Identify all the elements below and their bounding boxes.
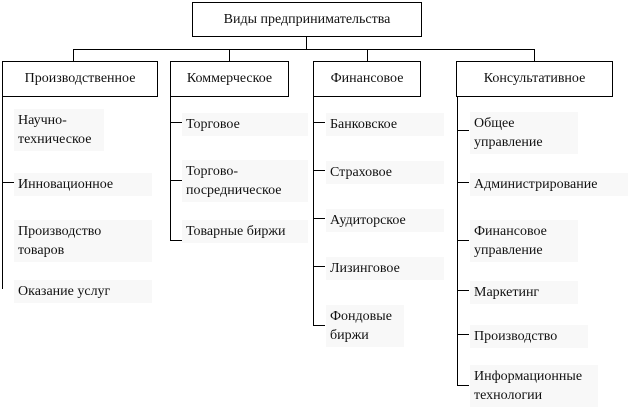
connector (313, 170, 325, 171)
list-item: Торговое (182, 113, 308, 136)
list-item: Торгово-посредническое (182, 160, 308, 202)
list-item: Инновационное (14, 173, 152, 196)
connector (170, 180, 182, 181)
list-item: Информационные технологии (470, 365, 598, 407)
connector (2, 96, 3, 289)
list-item: Лизинговое (326, 257, 444, 280)
connector (170, 240, 182, 241)
connector (73, 49, 535, 50)
list-item: Оказание услуг (14, 280, 152, 303)
connector (313, 96, 314, 326)
connector (313, 266, 325, 267)
list-item: Фондовые биржи (326, 305, 404, 347)
connector (457, 240, 469, 241)
list-item: Производство товаров (14, 220, 152, 262)
list-item: Страховое (326, 161, 444, 184)
connector (457, 130, 469, 131)
list-item: Научно-техническое (14, 109, 104, 151)
list-item: Банковское (326, 113, 444, 136)
connector (457, 290, 469, 291)
root-node: Виды предпринимательства (192, 2, 422, 37)
category-commercial: Коммерческое (170, 61, 289, 97)
connector (457, 182, 469, 183)
connector (313, 325, 325, 326)
connector (534, 49, 535, 61)
connector (170, 122, 182, 123)
list-item: Общее управление (470, 112, 578, 154)
list-item: Администрирование (470, 173, 628, 196)
connector (170, 96, 171, 241)
list-item: Производство (470, 325, 588, 348)
connector (457, 334, 469, 335)
connector (457, 96, 458, 386)
connector (229, 49, 230, 61)
list-item: Маркетинг (470, 281, 578, 304)
connector (313, 218, 325, 219)
list-item: Финансовое управление (470, 220, 578, 262)
category-consulting: Консультативное (456, 61, 613, 97)
list-item: Аудиторское (326, 209, 444, 232)
connector (2, 182, 14, 183)
connector (457, 385, 469, 386)
category-financial: Финансовое (313, 61, 421, 97)
category-production: Производственное (2, 61, 158, 97)
list-item: Товарные биржи (182, 220, 308, 243)
connector (306, 36, 307, 49)
connector (367, 49, 368, 61)
connector (313, 122, 325, 123)
connector (73, 49, 74, 61)
